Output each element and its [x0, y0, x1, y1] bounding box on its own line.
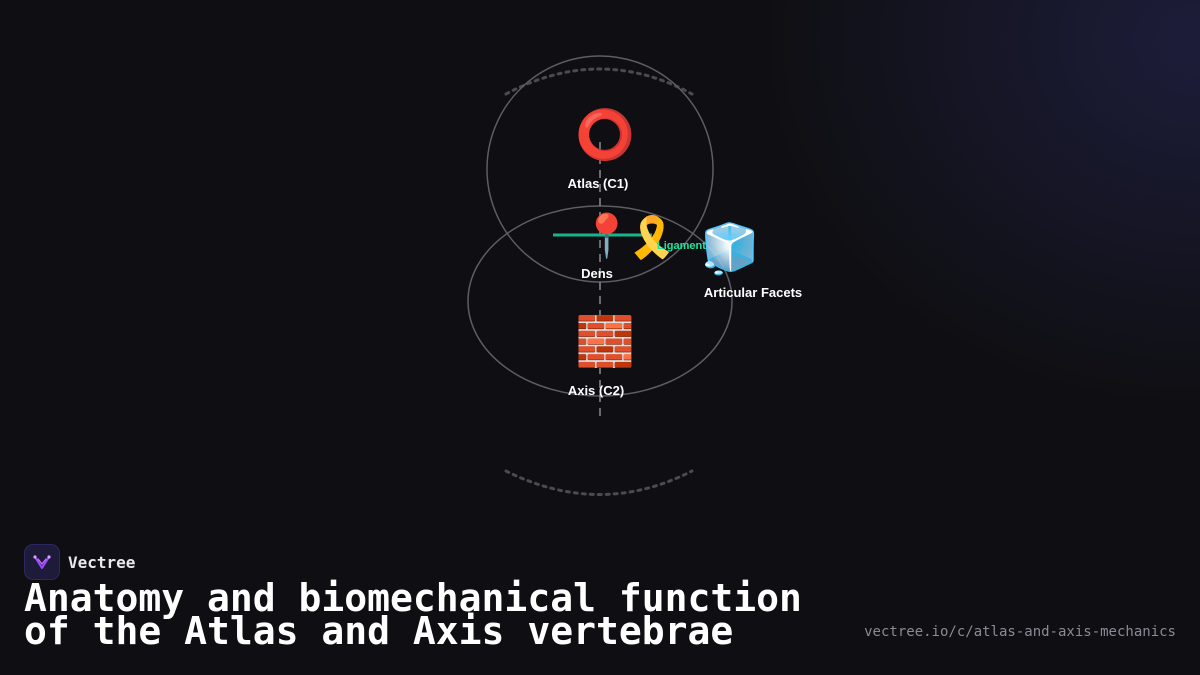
- source-url[interactable]: vectree.io/c/atlas-and-axis-mechanics: [864, 624, 1176, 640]
- pin-icon: 📍: [580, 211, 634, 260]
- ribbon-icon: 🎗️: [627, 215, 677, 261]
- upper-rotation-arc: [504, 67, 694, 96]
- axis-label: Axis (C2): [567, 383, 625, 398]
- dens-label: Dens: [581, 266, 613, 281]
- brand-name: Vectree: [68, 552, 136, 572]
- atlas-label: Atlas (C1): [567, 176, 629, 191]
- ice-cube-icon: 🧊: [700, 221, 760, 277]
- ligament-label: Ligament: [657, 240, 706, 252]
- brick-icon: 🧱: [575, 314, 635, 370]
- articular-facets-label: Articular Facets: [703, 285, 803, 300]
- brand[interactable]: Vectree: [24, 544, 135, 580]
- ring-icon: ⭕: [575, 107, 635, 163]
- page-title: Anatomy and biomechanical function of th…: [24, 576, 802, 653]
- vectree-logo-icon: [24, 544, 60, 580]
- lower-rotation-arc: [504, 469, 694, 496]
